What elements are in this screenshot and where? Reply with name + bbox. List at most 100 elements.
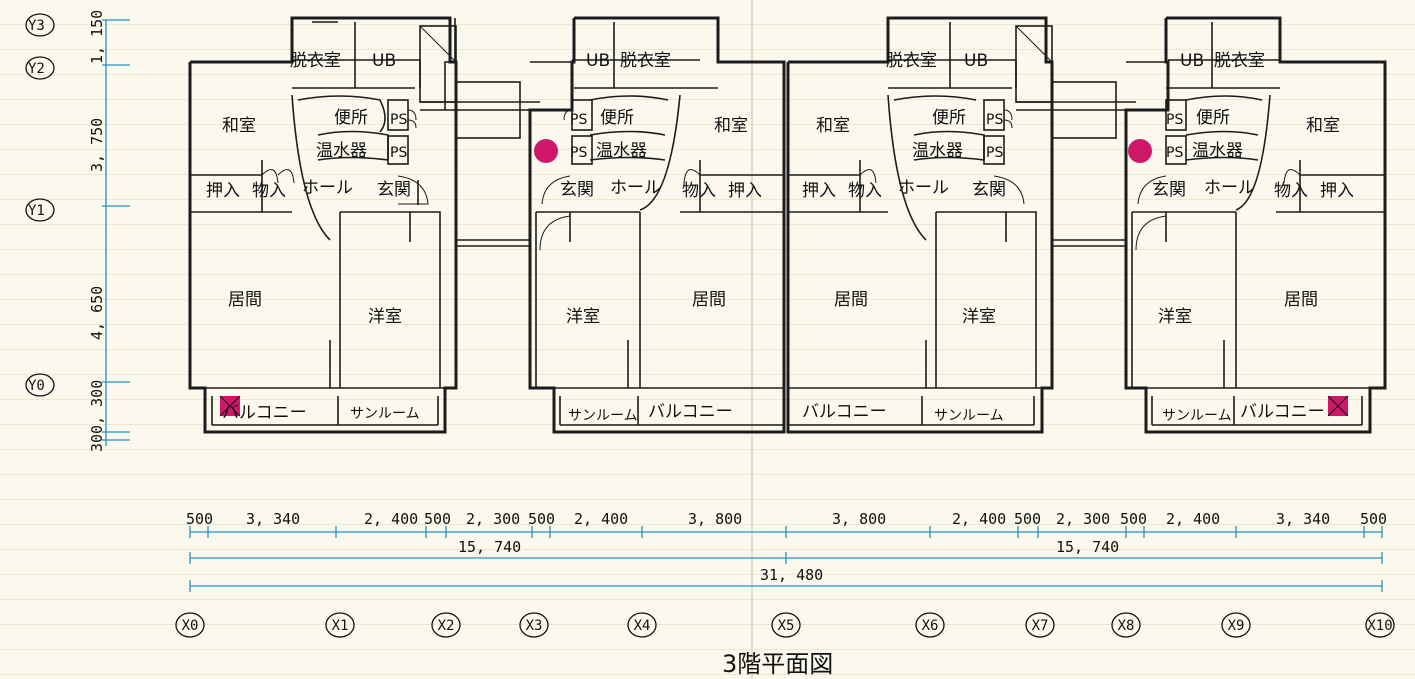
hall-label: ホール (610, 178, 661, 198)
bath-label: UB (964, 51, 988, 71)
axis-x-circle (431, 612, 461, 638)
axis-y2: Y2 (28, 61, 45, 77)
dim-bay-1: 3, 340 (246, 510, 300, 528)
ps-label: PS (390, 112, 407, 128)
axis-x-label: X6 (922, 618, 939, 634)
dwelling-unit: 和室 脱衣室 UB 便所 PS PS 温水器 押入 物入 ホール 玄関 居間 洋… (188, 16, 540, 434)
entrance-label: 玄関 (560, 180, 594, 200)
closet-label: 押入 (728, 181, 762, 201)
axis-x-label: X9 (1228, 618, 1245, 634)
storage-label: 物入 (252, 181, 286, 201)
storage-label: 物入 (848, 181, 882, 201)
axis-x-circle (1111, 612, 1141, 638)
storage-label: 物入 (682, 181, 716, 201)
japanese-room-label: 和室 (714, 116, 748, 136)
water-heater-label: 温水器 (1192, 141, 1243, 161)
axis-x-circle (519, 612, 549, 638)
washroom-label: 脱衣室 (290, 51, 341, 71)
living-room-label: 居間 (834, 290, 868, 310)
toilet-label: 便所 (334, 108, 368, 128)
dim-v-1: 3, 750 (88, 118, 106, 172)
axis-x-label: X2 (438, 618, 455, 634)
balcony-label: バルコニー (802, 402, 887, 422)
living-room-label: 居間 (1284, 290, 1318, 310)
japanese-room-label: 和室 (1306, 116, 1340, 136)
axis-x-label: X1 (332, 618, 349, 634)
sunroom-label: サンルーム (1162, 408, 1232, 424)
ps-label-2: PS (570, 145, 587, 161)
ps-label: PS (986, 112, 1003, 128)
dim-bay-4: 2, 300 (466, 510, 520, 528)
hall-label: ホール (302, 178, 353, 198)
dim-bay-2: 2, 400 (364, 510, 418, 528)
dim-half-right: 15, 740 (1056, 538, 1119, 556)
axis-y0: Y0 (28, 378, 45, 394)
dim-bay-6: 2, 400 (574, 510, 628, 528)
water-heater-label: 温水器 (596, 141, 647, 161)
axis-x-circle (1025, 612, 1055, 638)
dim-bay-5: 500 (528, 510, 555, 528)
axis-x-circle (915, 612, 945, 638)
japanese-room-label: 和室 (222, 116, 256, 136)
hall-label: ホール (898, 178, 949, 198)
western-room-label: 洋室 (368, 307, 402, 327)
toilet-label: 便所 (932, 108, 966, 128)
dim-bay-14: 3, 340 (1276, 510, 1330, 528)
ps-label-2: PS (986, 145, 1003, 161)
axis-x-label: X5 (778, 618, 795, 634)
balcony-label: バルコニー (648, 402, 733, 422)
water-heater-label: 温水器 (912, 141, 963, 161)
sunroom-label: サンルーム (350, 406, 420, 422)
dim-bay-13: 2, 400 (1166, 510, 1220, 528)
axis-x-circle (175, 612, 205, 638)
balcony-label: バルコニー (1240, 402, 1325, 422)
ps-label-2: PS (1166, 145, 1183, 161)
dim-bay-9: 2, 400 (952, 510, 1006, 528)
drawing-title: 3階平面図 (722, 650, 833, 678)
washroom-label: 脱衣室 (620, 51, 671, 71)
closet-label: 押入 (1320, 181, 1354, 201)
washroom-label: 脱衣室 (1214, 51, 1265, 71)
dwelling-unit: 和室 脱衣室 UB 便所 PS PS 温水器 押入 物入 ホール 玄関 居間 洋… (786, 16, 1136, 434)
balcony-label: バルコニー (222, 403, 307, 423)
dim-bay-12: 500 (1120, 510, 1147, 528)
axis-x-circle (771, 612, 801, 638)
dim-bay-7: 3, 800 (688, 510, 742, 528)
living-room-label: 居間 (228, 290, 262, 310)
dim-bay-15: 500 (1360, 510, 1387, 528)
ps-label: PS (570, 112, 587, 128)
japanese-room-label: 和室 (816, 116, 850, 136)
dim-total: 31, 480 (760, 566, 823, 584)
hall-label: ホール (1204, 178, 1255, 198)
axis-x-circle (325, 612, 355, 638)
toilet-label: 便所 (600, 108, 634, 128)
axis-x-circle (1365, 612, 1395, 638)
toilet-label: 便所 (1196, 108, 1230, 128)
dim-bay-10: 500 (1014, 510, 1041, 528)
axis-x-circle (1221, 612, 1251, 638)
axis-x-label: X10 (1367, 618, 1392, 634)
dim-v-0: 1, 150 (88, 10, 106, 64)
western-room-label: 洋室 (566, 307, 600, 327)
bath-label: UB (1180, 51, 1204, 71)
closet-label: 押入 (206, 181, 240, 201)
ps-label: PS (1166, 112, 1183, 128)
entrance-label: 玄関 (1152, 180, 1186, 200)
axis-x-label: X3 (526, 618, 543, 634)
vertical-dimension-line: 1, 150 3, 750 4, 650 300, 300 (88, 10, 130, 452)
axis-x-label: X0 (182, 618, 199, 634)
sunroom-label: サンルーム (568, 408, 638, 424)
dwelling-unit: 和室 脱衣室 UB 便所 PS PS 温水器 押入 物入 ホール 玄関 居間 洋… (444, 16, 786, 434)
axis-x-label: X4 (634, 618, 651, 634)
axis-x-circle (627, 612, 657, 638)
ps-label-2: PS (390, 145, 407, 161)
axis-y1: Y1 (28, 203, 45, 219)
washroom-label: 脱衣室 (886, 51, 937, 71)
entrance-label: 玄関 (377, 180, 411, 200)
western-room-label: 洋室 (962, 307, 996, 327)
dim-v-3: 300, 300 (88, 380, 106, 452)
dim-bay-3: 500 (424, 510, 451, 528)
bath-label: UB (586, 51, 610, 71)
